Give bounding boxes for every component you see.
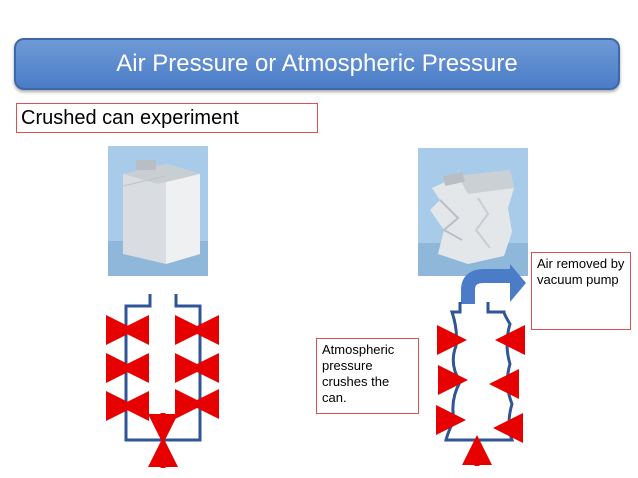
vacuum-tube bbox=[461, 269, 512, 304]
crushed-can-outline bbox=[444, 302, 515, 442]
intact-can-arrows bbox=[106, 315, 219, 468]
vacuum-tube-arrowhead bbox=[510, 264, 526, 302]
crushed-can-arrows bbox=[436, 325, 525, 466]
crushed-can-photo bbox=[418, 148, 528, 276]
slide-subtitle: Crushed can experiment bbox=[16, 103, 318, 133]
slide-title: Air Pressure or Atmospheric Pressure bbox=[14, 38, 620, 90]
intact-can-photo bbox=[108, 146, 208, 276]
note-air-removed: Air removed by vacuum pump bbox=[531, 252, 631, 330]
note-atmospheric-pressure: Atmospheric pressure crushes the can. bbox=[316, 338, 419, 414]
